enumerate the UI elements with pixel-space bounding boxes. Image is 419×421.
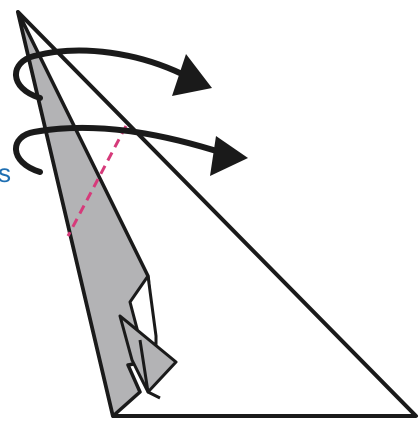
upper-turn-over-arrow (13, 47, 193, 101)
upper-arrowhead-icon (172, 54, 212, 96)
flap-crease-line (138, 339, 161, 400)
lower-turn-over-arrow (13, 124, 229, 175)
valley-fold-dashed-line (66, 125, 128, 237)
lower-arrowhead-icon (210, 136, 248, 176)
edge-label-text: s (0, 158, 11, 188)
